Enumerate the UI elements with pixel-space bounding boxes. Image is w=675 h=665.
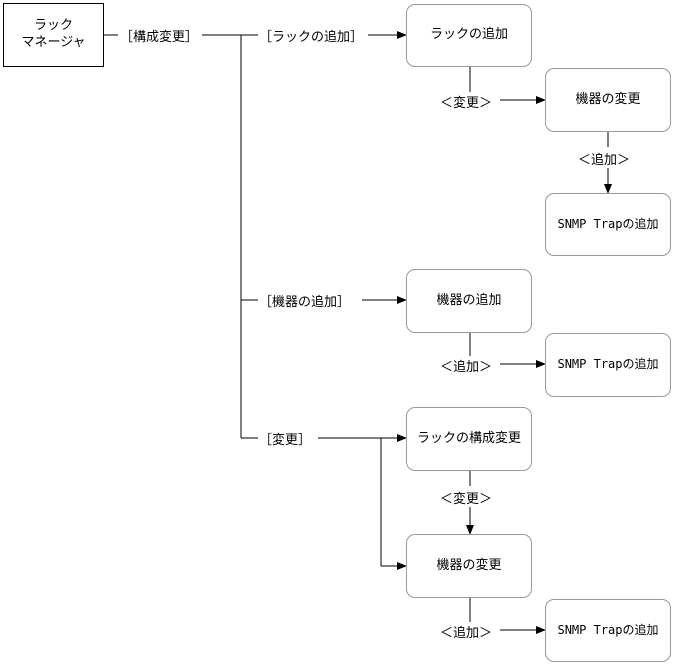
add-rack-add-label: ＜追加＞	[578, 149, 631, 168]
rack-manager-line1: ラック	[33, 18, 73, 34]
add-device-add-label: ＜追加＞	[440, 356, 493, 375]
modify-label: ［変更］	[259, 429, 312, 448]
config-change-label: ［構成変更］	[120, 26, 199, 45]
add-device-box: 機器の追加	[406, 269, 532, 333]
modify-change-label: ＜変更＞	[440, 488, 493, 507]
add-rack-change-label: ＜変更＞	[440, 92, 493, 111]
rack-config-change-box: ラックの構成変更	[406, 407, 532, 471]
modify-device-change-box: 機器の変更	[406, 534, 532, 598]
modify-add-label: ＜追加＞	[440, 622, 493, 641]
rack-manager-line2: マネージャ	[21, 35, 86, 50]
add-rack-snmp-box: SNMP Trapの追加	[545, 193, 671, 256]
add-device-snmp-box: SNMP Trapの追加	[545, 333, 671, 397]
add-device-label: ［機器の追加］	[259, 291, 351, 310]
add-rack-box: ラックの追加	[406, 4, 532, 67]
add-rack-label: ［ラックの追加］	[259, 26, 364, 45]
modify-snmp-box: SNMP Trapの追加	[545, 599, 671, 662]
add-rack-device-change-box: 機器の変更	[545, 68, 671, 132]
rack-manager-box: ラック マネージャ	[3, 3, 104, 67]
